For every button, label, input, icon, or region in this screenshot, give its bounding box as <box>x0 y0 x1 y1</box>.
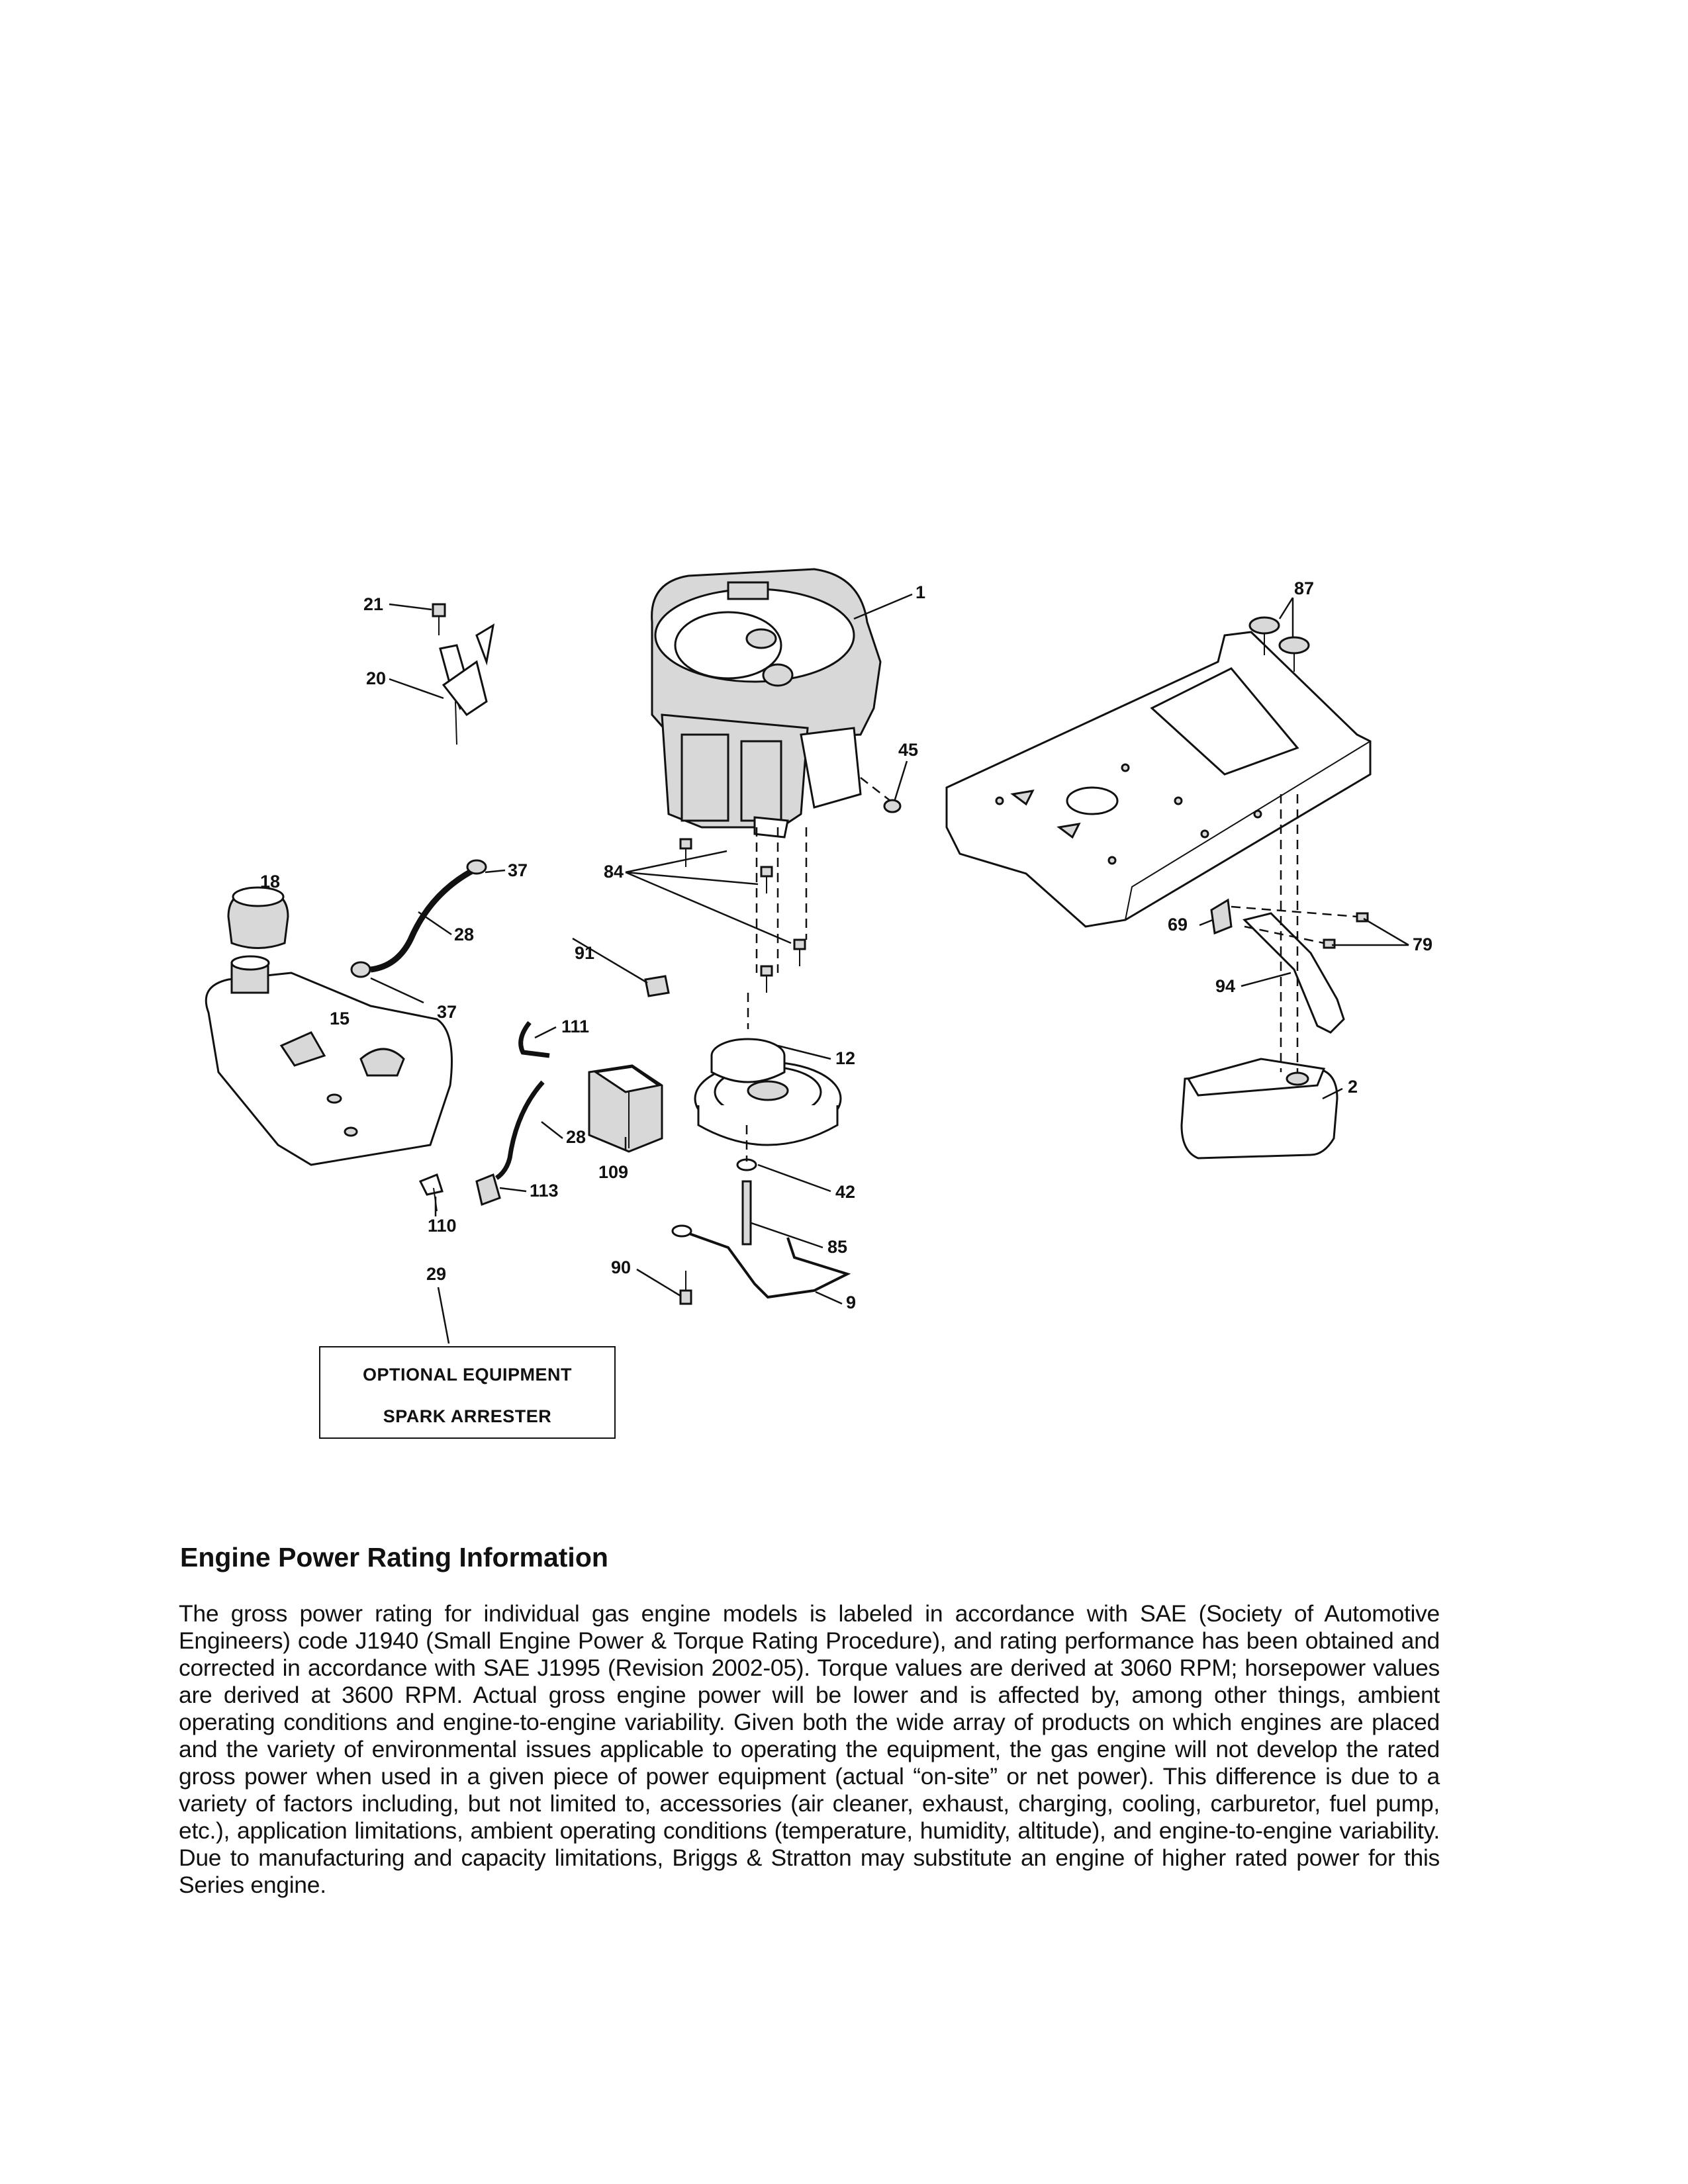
callout-15: 15 <box>330 1009 350 1028</box>
leader-lines <box>370 593 1409 1344</box>
engine-part <box>651 568 882 839</box>
callout-84: 84 <box>604 862 624 882</box>
callout-1: 1 <box>915 582 925 602</box>
callout-69: 69 <box>1168 915 1188 934</box>
callout-45: 45 <box>898 740 918 760</box>
spark-arrester-label: SPARK ARRESTER <box>383 1406 552 1426</box>
callout-37-bottom: 37 <box>437 1002 457 1022</box>
knobs-part <box>1248 616 1310 672</box>
callout-111: 111 <box>561 1017 589 1036</box>
callout-9: 9 <box>846 1293 856 1312</box>
callout-29: 29 <box>426 1264 446 1284</box>
optional-equipment-box: OPTIONAL EQUIPMENT SPARK ARRESTER <box>319 1346 616 1439</box>
optional-equipment-label: OPTIONAL EQUIPMENT <box>362 1365 573 1385</box>
callout-85: 85 <box>827 1237 847 1257</box>
engine-parts-diagram: 1 2 9 12 15 18 20 21 28 28 29 37 37 42 4… <box>205 568 1432 1344</box>
callout-94: 94 <box>1215 976 1235 996</box>
callout-37-top: 37 <box>508 860 528 880</box>
fuel-cap-part <box>227 886 289 949</box>
callout-12: 12 <box>835 1048 855 1068</box>
callout-113: 113 <box>530 1181 559 1201</box>
engine-mount-frame-part <box>945 631 1372 928</box>
callout-109: 109 <box>598 1162 628 1182</box>
callout-labels: 1 2 9 12 15 18 20 21 28 28 29 37 37 42 4… <box>260 578 1432 1312</box>
throttle-bracket-part <box>432 603 495 745</box>
muffler-part <box>1180 1058 1338 1160</box>
callout-42: 42 <box>835 1182 855 1202</box>
callout-20: 20 <box>366 668 386 688</box>
callout-2: 2 <box>1348 1077 1358 1097</box>
callout-79: 79 <box>1413 934 1432 954</box>
power-rating-paragraph: The gross power rating for individual ga… <box>179 1600 1440 1898</box>
fuel-line-part <box>350 859 487 978</box>
fuel-tank-part <box>205 955 453 1166</box>
ignition-module-part <box>588 1064 663 1153</box>
exhaust-pipe-part <box>1210 898 1369 1034</box>
bolts-part <box>644 799 902 1305</box>
callout-28-bottom: 28 <box>566 1127 586 1147</box>
callout-28-top: 28 <box>454 925 474 944</box>
assembly-guide-lines <box>745 777 1358 1161</box>
callout-90: 90 <box>611 1257 631 1277</box>
callout-91: 91 <box>575 943 594 963</box>
section-heading: Engine Power Rating Information <box>180 1542 608 1572</box>
callout-21: 21 <box>363 594 383 614</box>
callout-87: 87 <box>1294 578 1314 598</box>
pulley-part <box>694 1038 842 1146</box>
callout-110: 110 <box>428 1216 457 1236</box>
bracket-part <box>671 1224 851 1299</box>
fuel-filter-part <box>418 1021 550 1212</box>
callout-18: 18 <box>260 872 280 891</box>
